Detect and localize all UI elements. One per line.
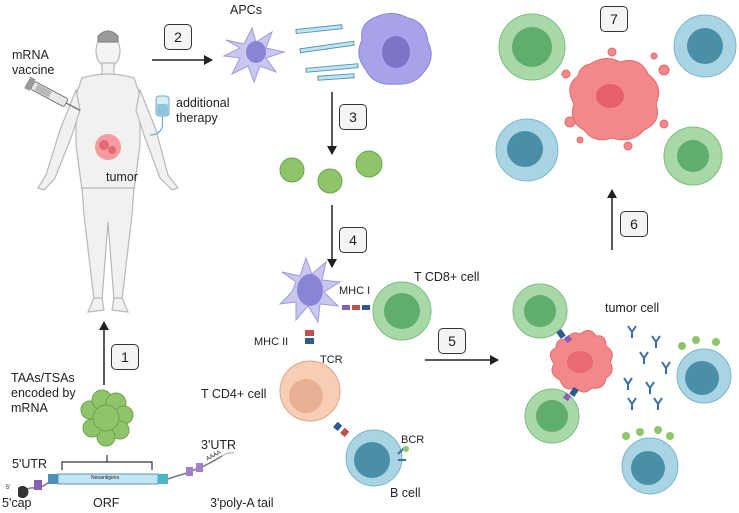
label-tcr: TCR xyxy=(320,354,343,366)
t-cell-bottom-right xyxy=(663,126,723,186)
cytotoxic-t-cell-bottom xyxy=(524,388,580,444)
flow-arrows xyxy=(99,55,617,385)
tumor-cell xyxy=(550,330,613,393)
label-tumor-cell: tumor cell xyxy=(605,301,660,315)
label-b-cell: B cell xyxy=(390,486,421,500)
step-2-badge: 2 xyxy=(164,24,192,50)
iv-bag-icon xyxy=(149,95,170,136)
label-neoantigens: Neoantigens xyxy=(91,475,120,481)
mrna-fragments xyxy=(295,24,359,81)
label-poly-a: 3'poly-A tail xyxy=(210,496,274,510)
t-cell-top-left xyxy=(498,13,566,81)
step-3-badge: 3 xyxy=(339,104,367,130)
label-orf: ORF xyxy=(93,496,120,510)
five-utr-element xyxy=(34,480,42,490)
label-apcs: APCs xyxy=(230,3,262,17)
human-figure xyxy=(37,30,179,313)
step-1-badge: 1 xyxy=(111,344,139,370)
step-5-badge: 5 xyxy=(438,328,466,354)
mrna-strand xyxy=(18,452,235,499)
apc-step4 xyxy=(278,256,342,324)
label-tumor: tumor xyxy=(106,170,138,184)
label-five-prime: 5' xyxy=(6,485,11,491)
label-five-utr: 5'UTR xyxy=(12,457,48,471)
syringe-icon xyxy=(24,76,81,112)
cd4-bcell-contact xyxy=(333,421,350,437)
cytotoxic-t-cell-top xyxy=(512,283,568,339)
label-five-cap: 5'cap xyxy=(2,496,32,510)
apc-macrophage xyxy=(358,13,432,85)
antigen-blob xyxy=(80,389,134,447)
t-cd4-cell xyxy=(279,360,341,422)
step-7-badge: 7 xyxy=(600,6,628,32)
mhc-i-complex xyxy=(342,305,370,310)
t-cd8-cell xyxy=(372,281,432,341)
label-mrna-vaccine: mRNA vaccine xyxy=(12,48,55,77)
presented-antigens xyxy=(279,150,383,194)
label-three-utr: 3'UTR xyxy=(201,438,237,452)
b-cell-bottom-left xyxy=(495,118,559,182)
apc-dendritic-cell xyxy=(222,26,286,84)
mhc-ii-tcr-complex xyxy=(305,330,314,344)
b-cell xyxy=(345,429,409,487)
b-cell-top-right xyxy=(673,14,737,78)
dying-tumor-nucleus xyxy=(596,84,624,108)
label-additional-therapy: additional therapy xyxy=(176,96,230,125)
orf-bracket xyxy=(61,455,153,470)
step-4-badge: 4 xyxy=(339,227,367,253)
killing-synapses xyxy=(556,329,579,402)
five-cap-icon xyxy=(18,486,29,499)
b-cell-right xyxy=(676,348,732,404)
bound-antigens xyxy=(622,336,720,440)
label-mhc-ii: MHC II xyxy=(254,336,289,348)
label-t-cd8: T CD8+ cell xyxy=(414,270,480,284)
label-t-cd4: T CD4+ cell xyxy=(201,387,267,401)
step-6-badge: 6 xyxy=(620,211,648,237)
three-utr-element xyxy=(186,467,193,476)
label-taas: TAAs/TSAs encoded by mRNA xyxy=(11,371,76,415)
b-cell-bottom xyxy=(621,437,679,495)
label-bcr: BCR xyxy=(401,434,425,446)
antibodies xyxy=(623,325,671,410)
label-mhc-i: MHC I xyxy=(339,285,371,297)
